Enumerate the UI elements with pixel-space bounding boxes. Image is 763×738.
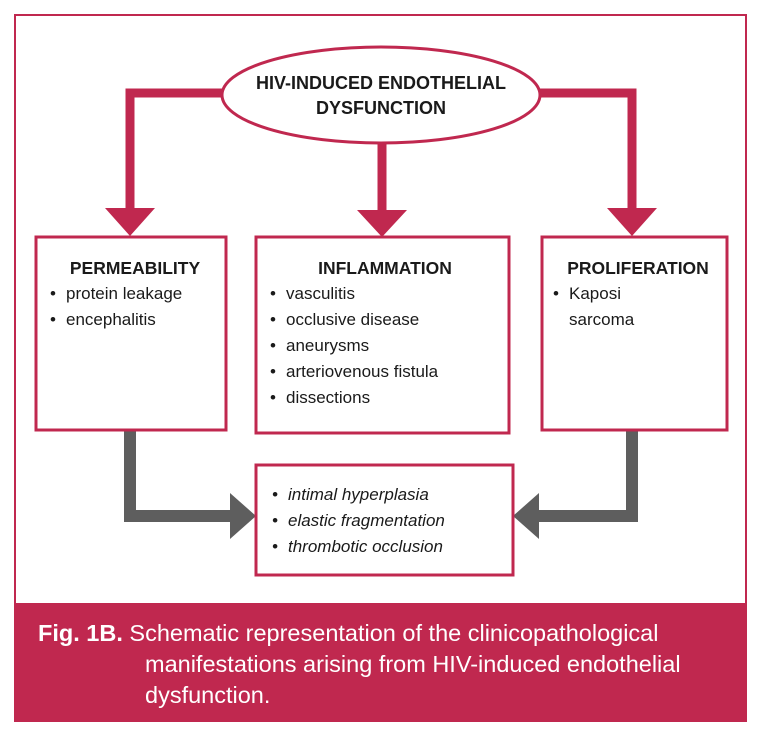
root-line-1: HIV-INDUCED ENDOTHELIAL bbox=[255, 73, 506, 93]
list-item: dissections bbox=[270, 385, 500, 411]
caption-line-2: manifestations arising from HIV-induced … bbox=[145, 651, 681, 677]
outcomes-content: intimal hyperplasia elastic fragmentatio… bbox=[272, 482, 507, 560]
caption-label: Fig. 1B. bbox=[38, 620, 123, 646]
proliferation-box bbox=[540, 235, 729, 432]
list-item: arteriovenous fistula bbox=[270, 359, 500, 385]
permeability-content: PERMEABILITY protein leakage encephaliti… bbox=[50, 255, 220, 333]
list-item: vasculitis bbox=[270, 281, 500, 307]
figure-caption: Fig. 1B. Schematic representation of the… bbox=[14, 603, 747, 722]
list-item-continuation: sarcoma bbox=[569, 310, 635, 329]
list-item: intimal hyperplasia bbox=[272, 482, 507, 508]
list-item: aneurysms bbox=[270, 333, 500, 359]
proliferation-content: PROLIFERATION Kaposi sarcoma bbox=[553, 255, 723, 333]
proliferation-title: PROLIFERATION bbox=[567, 258, 709, 278]
root-line-2: DYSFUNCTION bbox=[316, 98, 446, 118]
arrowhead-permeability bbox=[105, 208, 155, 236]
outcomes-list: intimal hyperplasia elastic fragmentatio… bbox=[272, 482, 507, 560]
caption-line-1: Fig. 1B. Schematic representation of the… bbox=[38, 618, 737, 649]
permeability-title: PERMEABILITY bbox=[69, 258, 201, 278]
arrowhead-right-outcomes bbox=[513, 493, 539, 539]
arrowhead-left-outcomes bbox=[230, 493, 256, 539]
arrow-permeability-to-outcomes bbox=[124, 431, 232, 522]
list-item: elastic fragmentation bbox=[272, 508, 507, 534]
list-item: thrombotic occlusion bbox=[272, 534, 507, 560]
permeability-box bbox=[34, 235, 228, 432]
arrowhead-inflammation bbox=[357, 210, 407, 237]
caption-text-1: Schematic representation of the clinicop… bbox=[129, 620, 659, 646]
arrow-to-proliferation bbox=[540, 88, 637, 210]
root-label: HIV-INDUCED ENDOTHELIAL DYSFUNCTION bbox=[226, 71, 536, 121]
list-item: encephalitis bbox=[50, 307, 220, 333]
arrowhead-proliferation bbox=[607, 208, 657, 236]
inflammation-title: INFLAMMATION bbox=[318, 258, 452, 278]
arrow-to-permeability bbox=[125, 88, 222, 210]
list-item: occlusive disease bbox=[270, 307, 500, 333]
list-item: protein leakage bbox=[50, 281, 220, 307]
caption-line-3: dysfunction. bbox=[145, 682, 271, 708]
list-item: Kaposi bbox=[553, 281, 723, 307]
permeability-list: protein leakage encephalitis bbox=[50, 281, 220, 333]
inflammation-list: vasculitis occlusive disease aneurysms a… bbox=[270, 281, 500, 411]
root-ellipse bbox=[220, 45, 542, 145]
proliferation-list: Kaposi sarcoma bbox=[553, 281, 723, 333]
arrow-proliferation-to-outcomes bbox=[537, 431, 638, 522]
inflammation-content: INFLAMMATION vasculitis occlusive diseas… bbox=[270, 255, 500, 411]
